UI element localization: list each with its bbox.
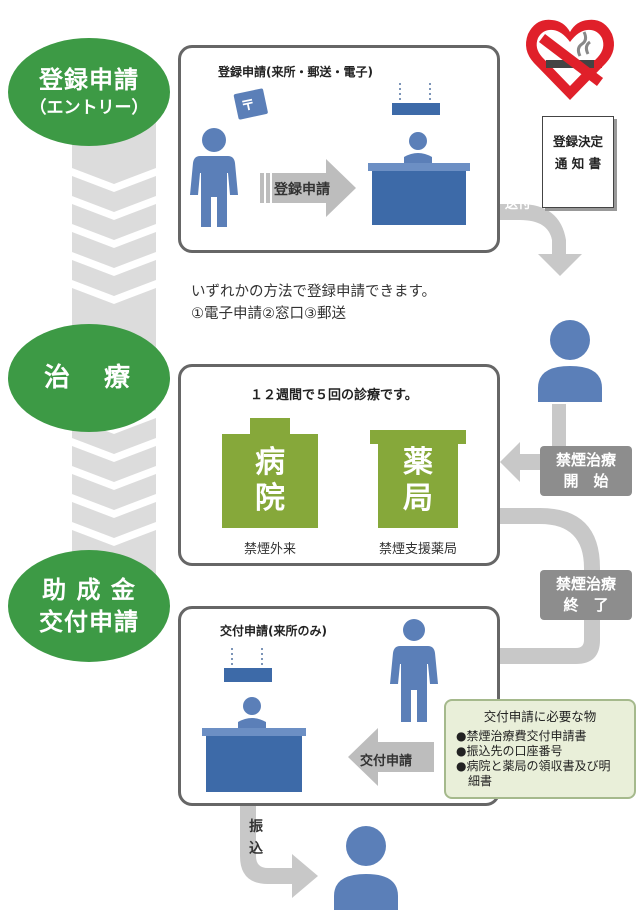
- treatment-end-badge: 禁煙治療 終 了: [540, 570, 632, 620]
- stage-treatment-title: 治 療: [43, 363, 134, 393]
- stage-subsidy-line2: 交付申請: [39, 608, 139, 636]
- applicant-person-icon: [202, 128, 226, 152]
- hospital-caption: 禁煙外来: [243, 542, 296, 557]
- subsidy-desk-icon: [206, 736, 302, 792]
- stage-registration-title: 登録申請: [39, 66, 139, 94]
- pharmacy-caption: 禁煙支援薬局: [378, 542, 457, 557]
- requirements-box: 交付申請に必要な物 ●禁煙治療費交付申請書 ●振込先の口座番号 ●病院と薬局の領…: [444, 699, 636, 799]
- transfer-arrow: [240, 798, 318, 898]
- pharmacy-label: 薬 局: [403, 445, 433, 516]
- transfer-label: 振 込: [246, 816, 266, 860]
- transfer-label-line1: 振: [249, 819, 263, 835]
- counter-sign-icon: [392, 103, 440, 115]
- hospital-label: 病 院: [255, 445, 285, 516]
- patient-person-icon: [538, 320, 602, 402]
- stage-treatment-oval: 治 療: [8, 324, 170, 432]
- treatment-start-line2: 開 始: [563, 472, 609, 490]
- subsidy-illustration: [202, 619, 438, 792]
- stage-registration-subtitle: （エントリー）: [29, 98, 149, 118]
- pharmacy-building-icon: [370, 430, 466, 528]
- document-line1: 登録決定: [552, 134, 603, 149]
- treatment-panel-title: １２週間で５回の診療です。: [250, 388, 418, 403]
- subsidy-arrow-label: 交付申請: [360, 754, 413, 769]
- registration-note-line2: ①電子申請②窓口③郵送: [191, 306, 346, 322]
- recipient-person-icon: [334, 826, 398, 910]
- registration-note-line1: いずれかの方法で登録申請できます。: [191, 284, 437, 300]
- stage-registration-oval: 登録申請 （エントリー）: [8, 38, 170, 146]
- requirement-item: ●病院と薬局の領収書及び明: [456, 759, 611, 773]
- send-arrow: [478, 204, 582, 276]
- stage-subsidy-line1: 助 成 金: [42, 576, 136, 604]
- treatment-end-line2: 終 了: [563, 596, 609, 614]
- treatment-end-line1: 禁煙治療: [555, 575, 616, 593]
- treatment-start-badge: 禁煙治療 開 始: [540, 446, 632, 496]
- requirements-title: 交付申請に必要な物: [483, 709, 597, 724]
- subsidy-panel-title: 交付申請(来所のみ): [220, 624, 327, 638]
- registration-illustration: [190, 83, 470, 227]
- registration-panel-title: 登録申請(来所・郵送・電子): [218, 65, 373, 79]
- hospital-building-icon: [222, 418, 318, 528]
- stage-subsidy-oval: 助 成 金 交付申請: [8, 550, 170, 662]
- requirement-item: ●振込先の口座番号: [456, 744, 563, 758]
- requirement-item: 細書: [456, 774, 493, 788]
- transfer-label-line2: 込: [249, 841, 263, 857]
- document-line2: 通 知 書: [554, 156, 602, 171]
- send-label: 送付: [505, 197, 532, 212]
- registration-arrow-label: 登録申請: [274, 182, 330, 198]
- counter-desk-icon: [372, 171, 466, 225]
- treatment-start-line1: 禁煙治療: [555, 451, 616, 469]
- no-smoking-icon: [526, 19, 614, 100]
- requirement-item: ●禁煙治療費交付申請書: [456, 729, 587, 743]
- decision-notice-document: 登録決定 通 知 書: [542, 116, 614, 208]
